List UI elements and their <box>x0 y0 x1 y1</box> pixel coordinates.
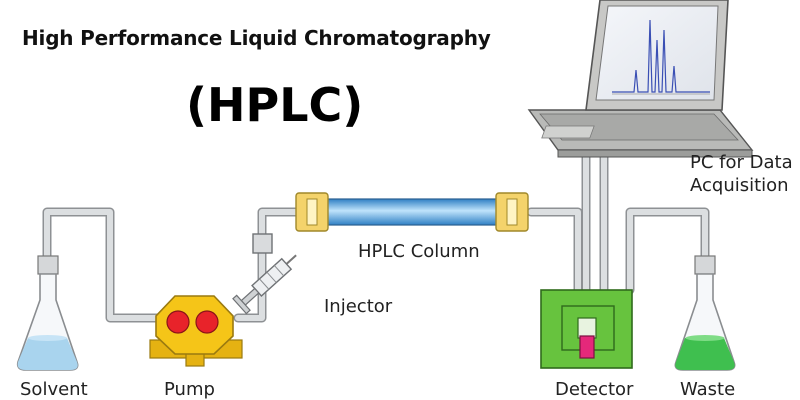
hplc-column-icon <box>295 192 529 232</box>
page-subtitle: (HPLC) <box>186 78 364 132</box>
pump-icon <box>149 295 243 367</box>
pump-label: Pump <box>164 379 215 400</box>
chromatogram-peaks <box>612 19 710 93</box>
hplc-column-label: HPLC Column <box>358 241 480 262</box>
waste-label: Waste <box>680 379 736 400</box>
solvent-flask-icon <box>16 255 79 371</box>
pc-label-line1: PC for Data <box>690 152 793 173</box>
detector-label: Detector <box>555 379 634 400</box>
injector-icon <box>232 233 297 315</box>
tubing <box>42 125 710 323</box>
syringe-icon <box>232 254 297 315</box>
solvent-label: Solvent <box>20 379 88 400</box>
laptop-icon <box>527 0 754 158</box>
waste-flask-icon <box>674 255 736 371</box>
injector-label: Injector <box>324 296 393 317</box>
pc-label-line2: Acquisition <box>690 175 789 196</box>
detector-icon <box>540 289 633 369</box>
page-title: High Performance Liquid Chromatography <box>22 26 491 50</box>
